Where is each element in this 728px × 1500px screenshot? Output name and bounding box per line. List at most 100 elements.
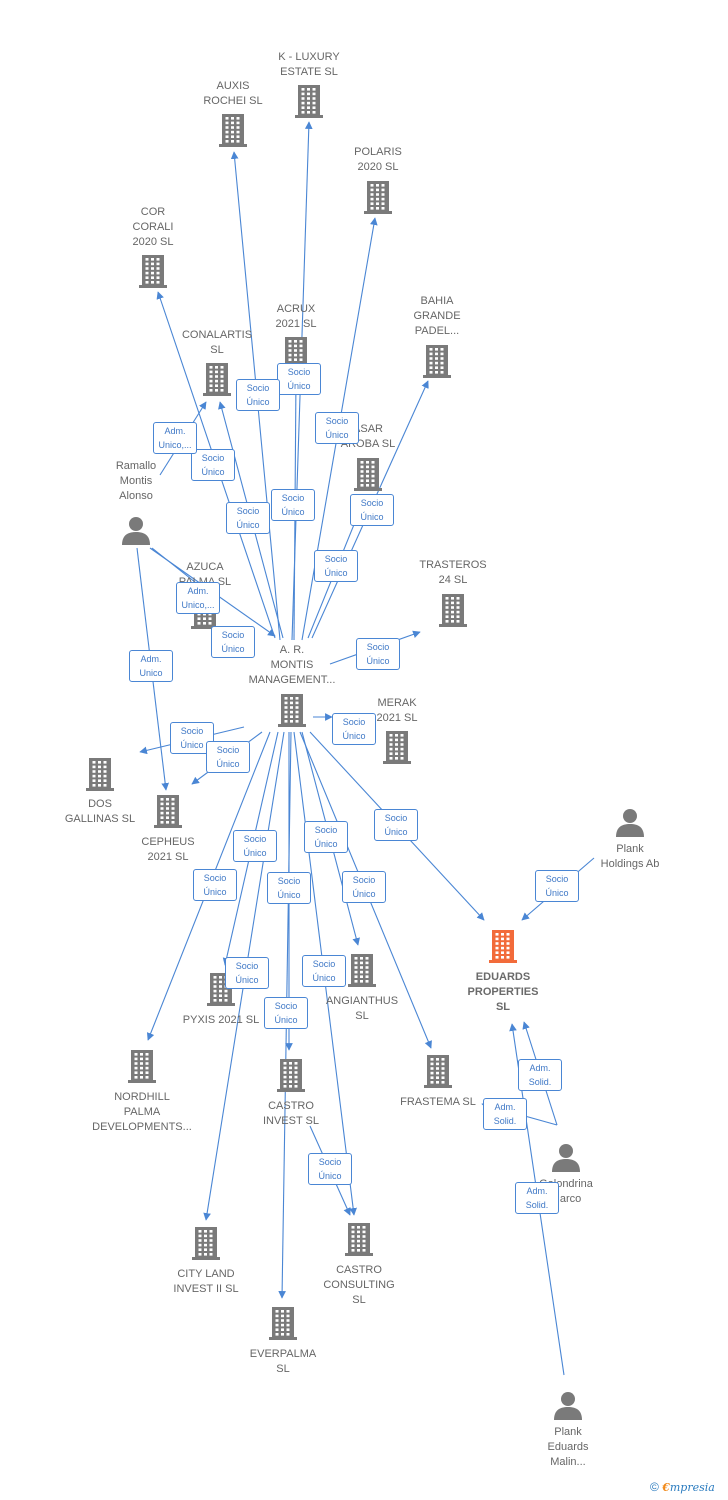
edge-label-amontis-to-castroconsulting[interactable]: Socio Único (302, 955, 346, 987)
node-auxis[interactable]: AUXIS ROCHEI SL (163, 79, 303, 109)
node-label: Plank Holdings Ab (600, 843, 660, 870)
edge-label-amontis-to-eduards[interactable]: Socio Único (374, 809, 418, 841)
edge-label-amontis-to-merak[interactable]: Socio Único (332, 713, 376, 745)
node-ramallo[interactable]: Ramallo Montis Alonso (66, 459, 206, 504)
edge-label-amontis-to-corcorali[interactable]: Socio Único (191, 449, 235, 481)
node-amontis[interactable]: A. R. MONTIS MANAGEMENT... (222, 643, 362, 688)
node-label: Ramallo Montis Alonso (115, 460, 157, 502)
edge-label-amontis-to-cepheus[interactable]: Socio Único (206, 741, 250, 773)
edge-label-amontis-to-pyxis[interactable]: Socio Único (233, 830, 277, 862)
building-icon-merak[interactable] (382, 730, 412, 769)
edge-label-golondrina-to-eduards[interactable]: Adm. Solid. (518, 1059, 562, 1091)
building-icon-everpalma[interactable] (268, 1306, 298, 1345)
edge-label-amontis-to-acrux[interactable]: Socio Único (271, 489, 315, 521)
building-icon-cityland[interactable] (191, 1226, 221, 1265)
node-acrux[interactable]: ACRUX 2021 SL (226, 302, 366, 332)
edge-label-amontis-to-dosgallinas[interactable]: Socio Único (170, 722, 214, 754)
node-label: CASTRO INVEST SL (262, 1100, 320, 1127)
edge-label-ramallo-to-conalartis[interactable]: Adm. Unico,... (153, 422, 197, 454)
node-everpalma[interactable]: EVERPALMA SL (213, 1347, 353, 1377)
building-icon-asar[interactable] (353, 457, 383, 496)
edge-label-amontis-to-asar[interactable]: Socio Único (314, 550, 358, 582)
building-icon-castroinvest[interactable] (276, 1058, 306, 1097)
edge-label-golondrina-to-frastema[interactable]: Adm. Solid. (483, 1098, 527, 1130)
edge-label-amontis-to-bahia[interactable]: Socio Único (350, 494, 394, 526)
person-icon-golondrina[interactable] (551, 1142, 581, 1177)
node-bahia[interactable]: BAHIA GRANDE PADEL... (367, 294, 507, 339)
edge-label-amontis-to-frastema[interactable]: Socio Único (342, 871, 386, 903)
edge-label-amontis-to-cityland[interactable]: Socio Único (225, 957, 269, 989)
edge-label-amontis-to-nordhill[interactable]: Socio Único (193, 869, 237, 901)
building-icon-auxis[interactable] (218, 113, 248, 152)
node-label: EVERPALMA SL (249, 1348, 317, 1375)
building-icon-amontis[interactable] (277, 693, 307, 732)
node-cepheus[interactable]: CEPHEUS 2021 SL (98, 835, 238, 865)
node-eduards[interactable]: EDUARDS PROPERTIES SL (433, 970, 573, 1015)
node-label: POLARIS 2020 SL (354, 146, 402, 173)
node-nordhill[interactable]: NORDHILL PALMA DEVELOPMENTS... (72, 1090, 212, 1135)
node-label: A. R. MONTIS MANAGEMENT... (248, 644, 336, 686)
building-icon-kluxury[interactable] (294, 84, 324, 123)
edge-label-ramallo-to-cepheus[interactable]: Adm. Unico (129, 650, 173, 682)
building-icon-trasteros[interactable] (438, 593, 468, 632)
node-label: FRASTEMA SL (400, 1096, 476, 1108)
edge-label-castroinvest-to-castroconsulting[interactable]: Socio Único (308, 1153, 352, 1185)
node-label: CITY LAND INVEST II SL (173, 1268, 239, 1295)
building-icon-dosgallinas[interactable] (85, 757, 115, 796)
node-polaris[interactable]: POLARIS 2020 SL (308, 145, 448, 175)
edge-label-amontis-to-trasteros[interactable]: Socio Único (356, 638, 400, 670)
node-dosgallinas[interactable]: DOS GALLINAS SL (30, 797, 170, 827)
node-trasteros[interactable]: TRASTEROS 24 SL (383, 558, 523, 588)
edge-label-amontis-to-angianthus[interactable]: Socio Único (304, 821, 348, 853)
node-label: COR CORALI 2020 SL (132, 206, 174, 248)
edge-label-plankeduards-to-eduards[interactable]: Adm. Solid. (515, 1182, 559, 1214)
node-label: DOS GALLINAS SL (64, 798, 136, 825)
edge-label-amontis-to-everpalma[interactable]: Socio Único (264, 997, 308, 1029)
building-icon-eduards[interactable] (488, 929, 518, 968)
node-angianthus[interactable]: ANGIANTHUS SL (292, 994, 432, 1024)
node-label: MERAK 2021 SL (376, 697, 418, 724)
building-icon-frastema[interactable] (423, 1054, 453, 1093)
building-icon-polaris[interactable] (363, 180, 393, 219)
node-kluxury[interactable]: K - LUXURY ESTATE SL (239, 50, 379, 80)
node-merak[interactable]: MERAK 2021 SL (327, 696, 467, 726)
person-icon-plankholdings[interactable] (615, 807, 645, 842)
node-label: ACRUX 2021 SL (275, 303, 317, 330)
node-castroconsulting[interactable]: CASTRO CONSULTING SL (289, 1263, 429, 1308)
node-frastema[interactable]: FRASTEMA SL (368, 1095, 508, 1110)
edge-label-amontis-to-castroinvest[interactable]: Socio Único (267, 872, 311, 904)
building-icon-conalartis[interactable] (202, 362, 232, 401)
building-icon-corcorali[interactable] (138, 254, 168, 293)
building-icon-angianthus[interactable] (347, 953, 377, 992)
node-label: BAHIA GRANDE PADEL... (413, 295, 461, 337)
edge-label-amontis-to-auxis[interactable]: Socio Único (236, 379, 280, 411)
building-icon-nordhill[interactable] (127, 1049, 157, 1088)
edge-label-amontis-to-conalartis[interactable]: Socio Único (226, 502, 270, 534)
edge-label-ramallo-to-azuca[interactable]: Adm. Unico,... (176, 582, 220, 614)
node-plankeduards[interactable]: Plank Eduards Malin... (498, 1425, 638, 1470)
node-label: EDUARDS PROPERTIES SL (467, 971, 539, 1013)
node-conalartis[interactable]: CONALARTIS SL (147, 328, 287, 358)
person-icon-plankeduards[interactable] (553, 1390, 583, 1425)
node-label: PYXIS 2021 SL (182, 1014, 260, 1026)
edge-label-plankholdings-to-eduards[interactable]: Socio Único (535, 870, 579, 902)
person-icon-ramallo[interactable] (121, 515, 151, 550)
edge-label-ramallo-to-amontis[interactable]: Socio Único (211, 626, 255, 658)
copyright-icon: © (650, 1480, 659, 1494)
edge-label-amontis-to-polaris[interactable]: Socio Único (315, 412, 359, 444)
node-label: Plank Eduards Malin... (547, 1426, 589, 1468)
node-label: NORDHILL PALMA DEVELOPMENTS... (92, 1091, 192, 1133)
node-label: TRASTEROS 24 SL (419, 559, 487, 586)
building-icon-cepheus[interactable] (153, 794, 183, 833)
edge-label-amontis-to-kluxury[interactable]: Socio Único (277, 363, 321, 395)
building-icon-castroconsulting[interactable] (344, 1222, 374, 1261)
node-corcorali[interactable]: COR CORALI 2020 SL (83, 205, 223, 250)
node-plankholdings[interactable]: Plank Holdings Ab (560, 842, 700, 872)
node-pyxis[interactable]: PYXIS 2021 SL (151, 1013, 291, 1028)
node-label: CONALARTIS SL (181, 329, 253, 356)
empresia-logo: €mpresia (662, 1481, 715, 1494)
node-label: CEPHEUS 2021 SL (141, 836, 195, 863)
building-icon-bahia[interactable] (422, 344, 452, 383)
node-castroinvest[interactable]: CASTRO INVEST SL (221, 1099, 361, 1129)
node-cityland[interactable]: CITY LAND INVEST II SL (136, 1267, 276, 1297)
